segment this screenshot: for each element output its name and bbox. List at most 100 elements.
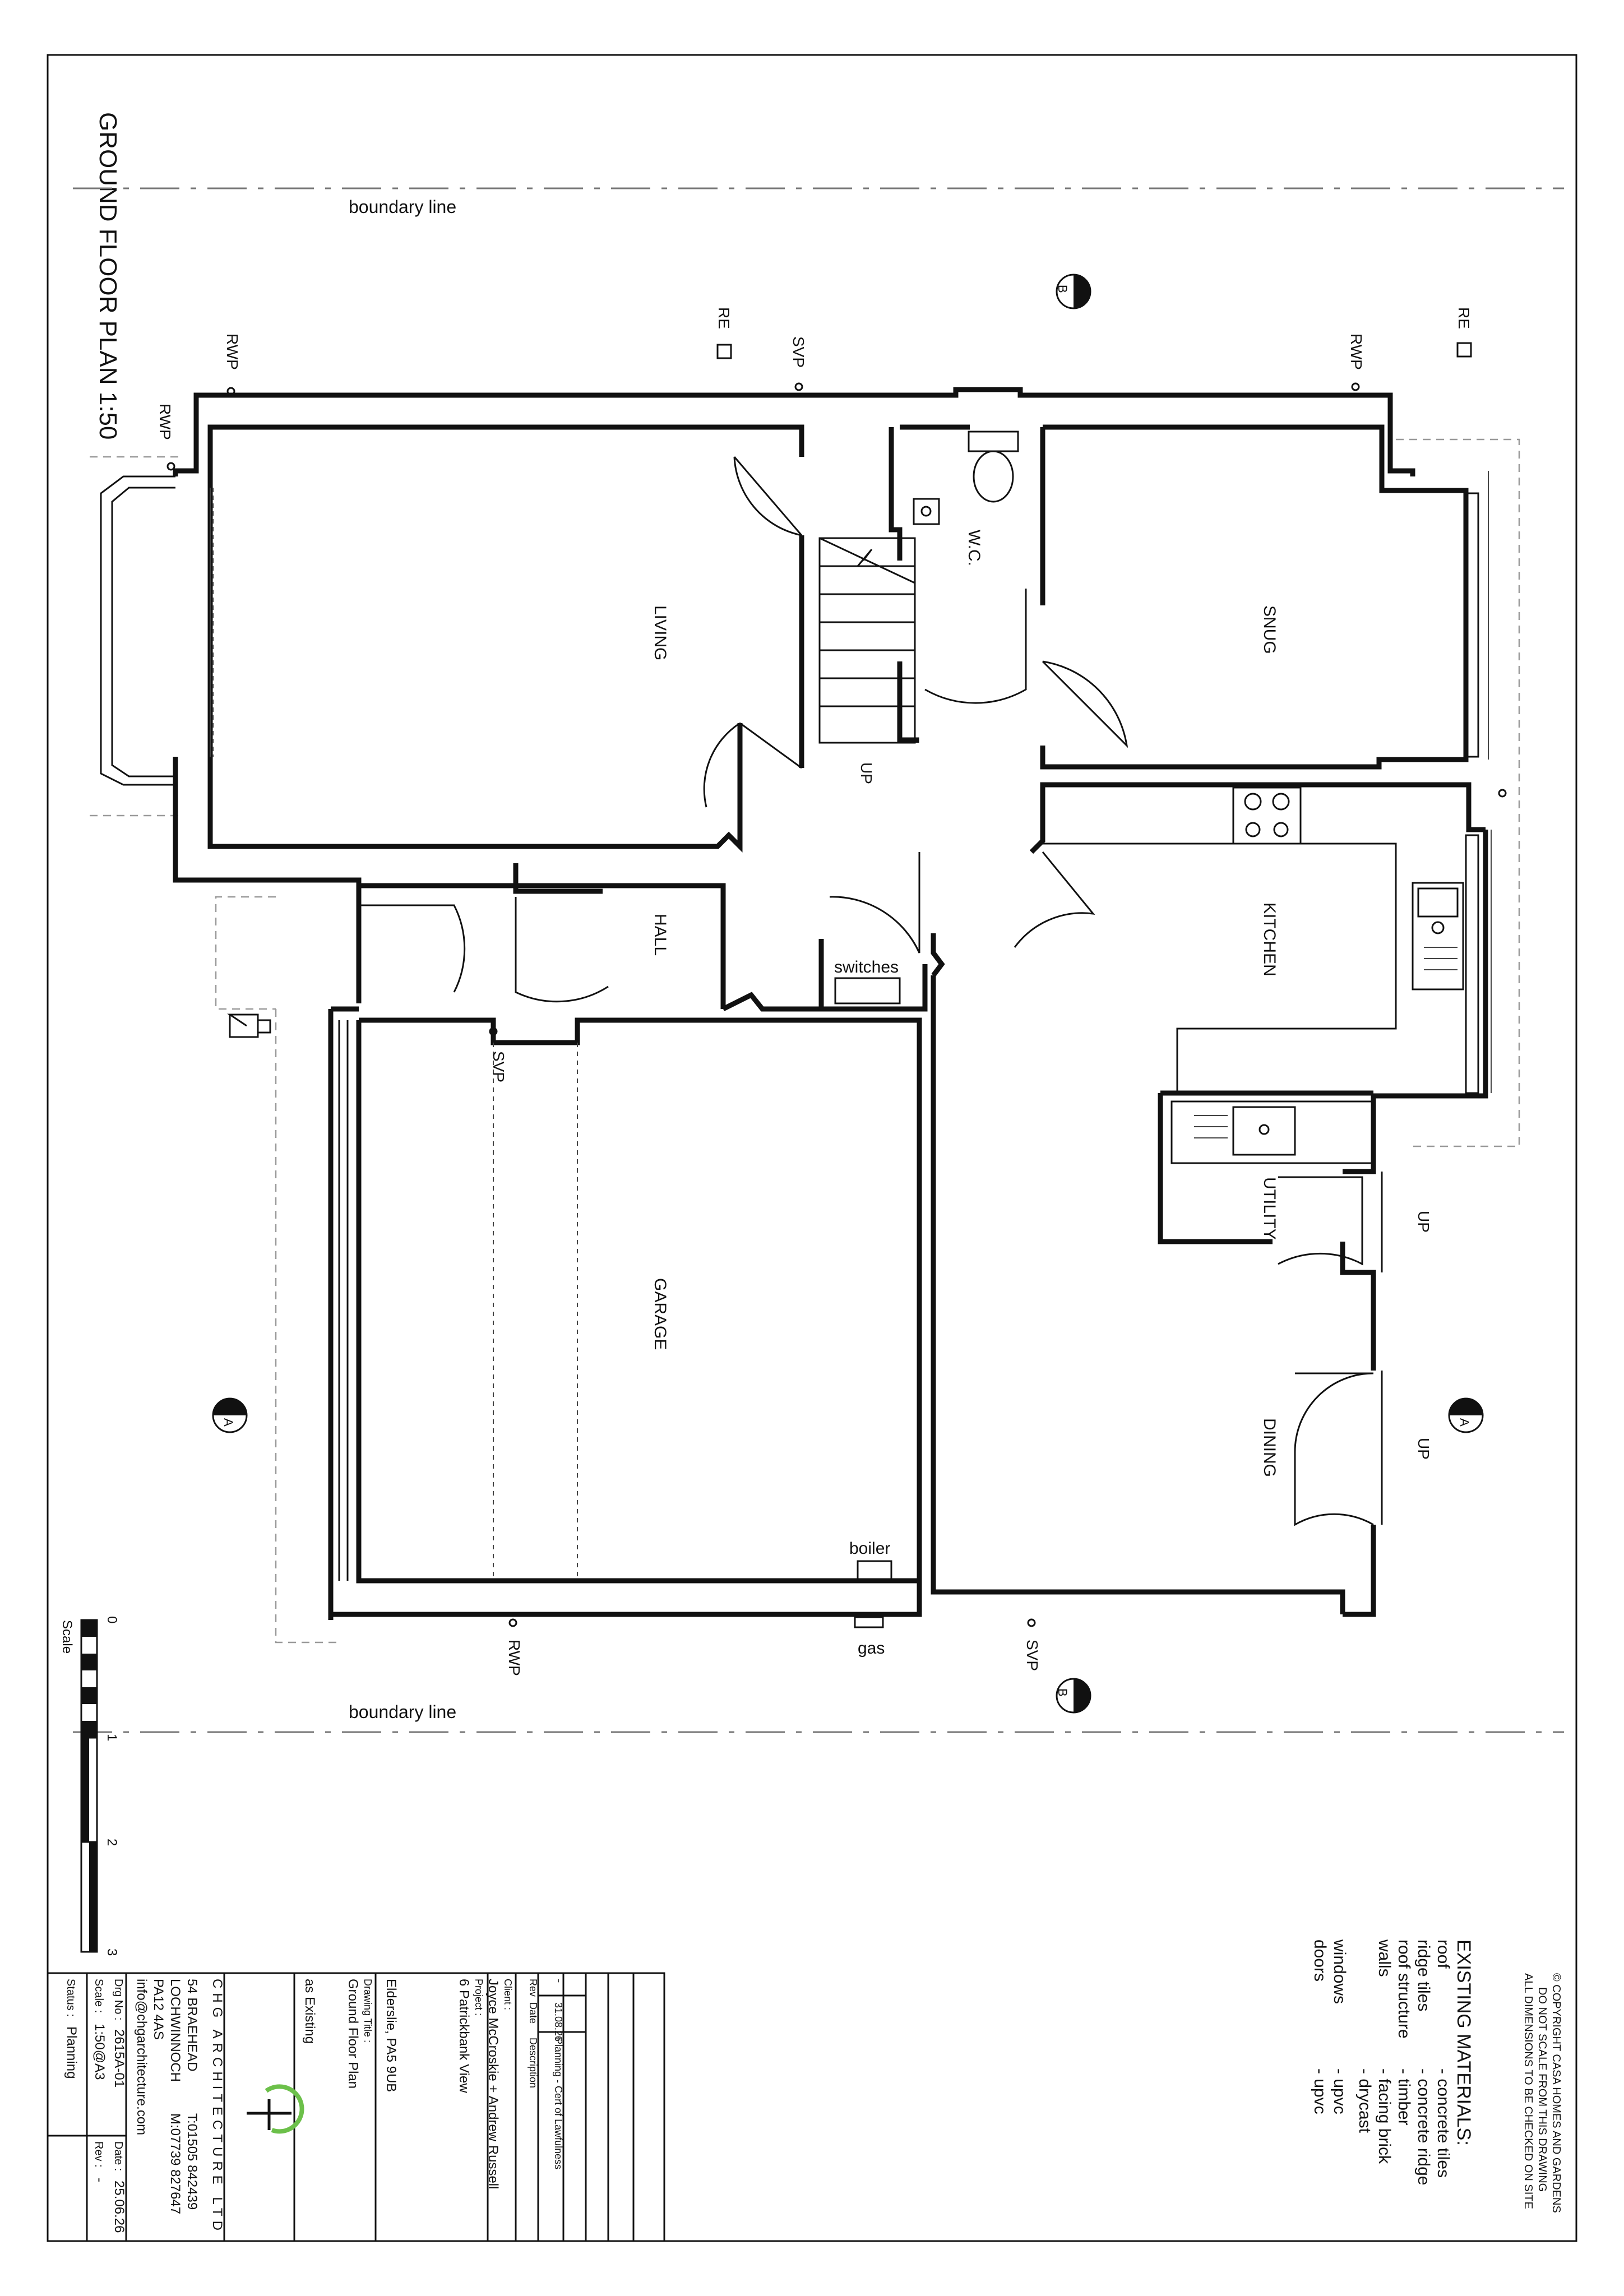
rwp-marker bbox=[1351, 382, 1360, 391]
rwp-marker bbox=[226, 387, 235, 396]
gas-label: gas bbox=[858, 1639, 885, 1658]
tb-rev-value: - bbox=[552, 1979, 566, 1983]
rwp-label: RWP bbox=[156, 404, 174, 440]
stair-up-label: UP bbox=[858, 762, 875, 784]
material-item: walls bbox=[1375, 1939, 1394, 1977]
tb-drawing-title-label: Drawing Title : bbox=[362, 1979, 373, 2043]
tb-scale: 1:50@A3 bbox=[92, 2024, 107, 2080]
tb-description-header: Description bbox=[528, 2038, 539, 2088]
title-block bbox=[47, 1972, 665, 2242]
tb-client-label: Client : bbox=[502, 1979, 513, 2010]
tb-project-line2: Elderslie, PA5 9UB bbox=[383, 1979, 399, 2092]
material-value: - upvc bbox=[1330, 2068, 1349, 2114]
material-value: - concrete tiles bbox=[1434, 2068, 1452, 2178]
rwp-label: RWP bbox=[224, 334, 241, 370]
tb-address-line1: 54 BRAEHEAD bbox=[184, 1979, 200, 2071]
section-a-label-left: A bbox=[221, 1418, 235, 1427]
walls bbox=[173, 387, 1488, 1620]
utility-up-label: UP bbox=[1415, 1211, 1432, 1233]
room-label-dining: DINING bbox=[1260, 1418, 1279, 1477]
tb-project-label: Project : bbox=[473, 1979, 484, 2016]
boiler-box bbox=[857, 1560, 892, 1582]
section-markers bbox=[212, 274, 1484, 1714]
tb-drawing-title-line1: Ground Floor Plan bbox=[345, 1979, 360, 2089]
tb-date: 25.06.26 bbox=[112, 2181, 127, 2233]
rwp-label: RWP bbox=[1348, 334, 1365, 370]
boundary-label-top: boundary line bbox=[349, 197, 456, 217]
room-label-utility: UTILITY bbox=[1260, 1177, 1279, 1240]
room-label-snug: SNUG bbox=[1260, 605, 1279, 654]
dining-up-label: UP bbox=[1415, 1438, 1432, 1460]
gas-box bbox=[854, 1616, 884, 1628]
svp-label: SVP bbox=[1024, 1640, 1041, 1671]
svp-marker bbox=[1027, 1618, 1036, 1627]
material-value: - timber bbox=[1395, 2068, 1413, 2126]
room-label-living: LIVING bbox=[651, 605, 669, 660]
re-label: RE bbox=[1455, 307, 1473, 329]
material-value: - facing brick bbox=[1375, 2068, 1394, 2164]
firm-logo bbox=[247, 2084, 304, 2134]
bay-window-living bbox=[100, 475, 214, 786]
ground-outline-dashed bbox=[90, 438, 1520, 1644]
material-value: - upvc bbox=[1311, 2068, 1329, 2114]
utility-sink bbox=[1170, 1100, 1375, 1164]
tb-rev-date: 31.08.26 bbox=[553, 2002, 564, 2042]
tb-project-line1: 6 Patrickbank View bbox=[456, 1979, 471, 2093]
switches-label: switches bbox=[834, 958, 899, 976]
windows-east bbox=[1465, 471, 1492, 1094]
garage-door-lines bbox=[338, 1020, 578, 1581]
tb-drg-no-label: Drg No : bbox=[112, 1979, 124, 2020]
tb-drawing-title-line2: as Existing bbox=[302, 1979, 317, 2044]
tb-firm-name: CHG ARCHITECTURE LTD bbox=[210, 1979, 225, 2235]
re-marker bbox=[716, 344, 732, 359]
doors bbox=[359, 456, 1383, 1526]
tb-date-label: Date : bbox=[112, 2141, 124, 2171]
scale-tick-0: 0 bbox=[104, 1616, 119, 1623]
material-item: windows bbox=[1330, 1939, 1349, 2004]
tb-rev-description: Planning - Cert of Lawfulness bbox=[553, 2038, 564, 2169]
scale-tick-1: 1 bbox=[104, 1734, 119, 1741]
room-label-kitchen: KITCHEN bbox=[1260, 902, 1279, 976]
rwp-marker bbox=[508, 1618, 517, 1627]
material-item: doors bbox=[1311, 1939, 1329, 1982]
tb-mobile: M:07739 827647 bbox=[168, 2113, 183, 2214]
tb-rev-label: Rev : bbox=[92, 2141, 105, 2168]
tb-rev-header: Rev bbox=[528, 1979, 539, 1997]
tb-address-line3: PA12 4AS bbox=[151, 1979, 166, 2040]
tb-status-label: Status : bbox=[64, 1979, 77, 2017]
section-b-label-top: B bbox=[1056, 285, 1070, 293]
tb-phone: T:01505 842439 bbox=[184, 2113, 200, 2210]
material-value: - concrete ridge bbox=[1414, 2068, 1433, 2185]
drawing-title: GROUND FLOOR PLAN 1:50 bbox=[94, 112, 122, 439]
note-dimensions: ALL DIMENSIONS TO BE CHECKED ON SITE bbox=[1522, 1973, 1534, 2209]
section-a-label-right: A bbox=[1458, 1418, 1472, 1427]
wc-toilet bbox=[913, 430, 1019, 525]
kitchen-fittings bbox=[1043, 786, 1464, 1093]
boiler-label: boiler bbox=[849, 1539, 890, 1558]
note-no-scale: DO NOT SCALE FROM THIS DRAWING bbox=[1536, 1987, 1548, 2192]
tb-date-header: Date bbox=[528, 2002, 539, 2024]
material-item: roof bbox=[1434, 1939, 1452, 1969]
tb-client: Joyce McCroskie + Andrew Russell bbox=[485, 1979, 501, 2189]
room-label-hall: HALL bbox=[651, 914, 669, 956]
room-label-wc: W.C. bbox=[965, 530, 983, 566]
boundary-label-bottom: boundary line bbox=[349, 1702, 456, 1722]
note-copyright: © COPYRIGHT CASA HOMES AND GARDENS bbox=[1550, 1973, 1562, 2213]
rwp-marker bbox=[166, 462, 175, 471]
section-b-label-bottom: B bbox=[1056, 1688, 1070, 1697]
scale-tick-3: 3 bbox=[104, 1948, 119, 1956]
staircase bbox=[818, 537, 916, 744]
material-item: ridge tiles bbox=[1414, 1939, 1433, 2011]
svp-label: SVP bbox=[790, 336, 807, 368]
svp-marker bbox=[489, 1027, 498, 1036]
tb-rev: - bbox=[92, 2178, 107, 2182]
tb-drg-no: 2615A-01 bbox=[112, 2029, 127, 2087]
material-value: - drycast bbox=[1355, 2068, 1374, 2133]
svp-label: SVP bbox=[490, 1051, 507, 1082]
scale-tick-2: 2 bbox=[104, 1839, 119, 1846]
tb-scale-label: Scale : bbox=[92, 1979, 105, 2013]
scale-bar bbox=[80, 1619, 98, 1953]
tb-address-line2: LOCHWINNOCH bbox=[168, 1979, 183, 2082]
materials-heading: EXISTING MATERIALS: bbox=[1453, 1939, 1474, 2146]
